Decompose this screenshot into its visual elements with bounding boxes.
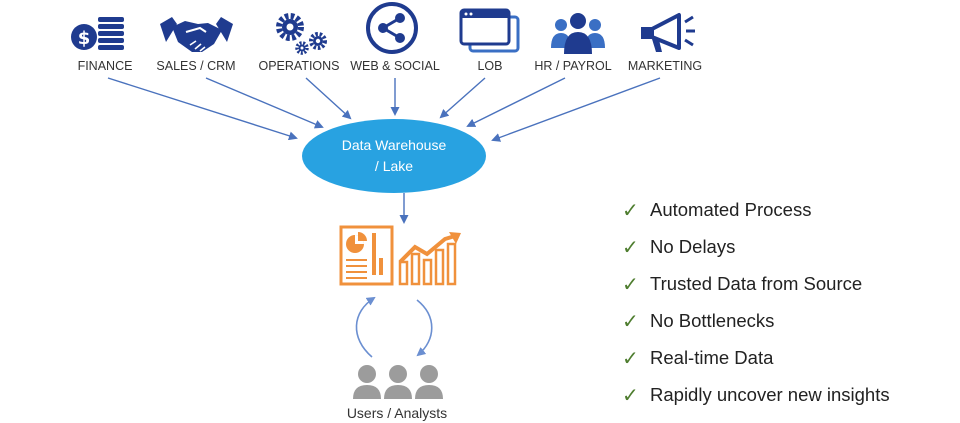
source-label-operations: OPERATIONS xyxy=(258,59,339,73)
arrow-sales-to-hub xyxy=(205,77,324,129)
megaphone-icon xyxy=(641,13,695,52)
benefits-list: ✓ Automated Process ✓ No Delays ✓ Trusted D… xyxy=(622,191,890,413)
checkmark-icon: ✓ xyxy=(622,197,639,222)
people-icon xyxy=(551,13,605,54)
benefit-text: Trusted Data from Source xyxy=(650,272,863,294)
share-icon xyxy=(366,2,418,54)
gears-icon xyxy=(276,13,327,55)
users-icon xyxy=(353,365,443,399)
svg-text:$: $ xyxy=(78,28,91,49)
arrow-lob-to-hub xyxy=(439,77,486,119)
data-warehouse-hub xyxy=(302,119,486,193)
cycle-arrow-up xyxy=(355,296,376,358)
hub-label-line1: Data Warehouse xyxy=(342,137,447,153)
users-analysts-label: Users / Analysts xyxy=(347,405,447,421)
windows-icon xyxy=(459,8,520,53)
report-icon xyxy=(339,225,394,286)
benefit-item: ✓ Trusted Data from Source xyxy=(622,265,890,302)
source-label-hr-payrol: HR / PAYROL xyxy=(534,59,611,73)
checkmark-icon: ✓ xyxy=(622,271,639,296)
finance-icon: $ xyxy=(71,17,124,50)
hub-label-line2: / Lake xyxy=(375,158,413,174)
benefit-text: Automated Process xyxy=(650,198,812,220)
benefit-text: No Delays xyxy=(650,235,736,257)
benefit-text: No Bottlenecks xyxy=(650,309,775,331)
source-label-lob: LOB xyxy=(477,59,502,73)
benefit-item: ✓ No Bottlenecks xyxy=(622,302,890,339)
benefit-text: Real-time Data xyxy=(650,346,774,368)
checkmark-icon: ✓ xyxy=(622,382,639,407)
checkmark-icon: ✓ xyxy=(622,345,639,370)
benefit-item: ✓ Real-time Data xyxy=(622,339,890,376)
arrow-marketing-to-hub xyxy=(491,77,661,142)
source-arrows xyxy=(107,77,661,142)
benefit-item: ✓ No Delays xyxy=(622,228,890,265)
source-label-sales-crm: SALES / CRM xyxy=(156,59,235,73)
arrow-finance-to-hub xyxy=(107,77,298,141)
arrow-hr-to-hub xyxy=(466,77,566,127)
source-label-marketing: MARKETING xyxy=(628,59,702,73)
trend-chart-icon xyxy=(398,232,461,286)
source-label-web-social: WEB & SOCIAL xyxy=(350,59,440,73)
handshake-icon xyxy=(160,17,233,52)
checkmark-icon: ✓ xyxy=(622,234,639,259)
arrow-operations-to-hub xyxy=(305,77,352,120)
checkmark-icon: ✓ xyxy=(622,308,639,333)
benefit-item: ✓ Automated Process xyxy=(622,191,890,228)
source-label-finance: FINANCE xyxy=(78,59,133,73)
benefit-text: Rapidly uncover new insights xyxy=(650,383,890,405)
cycle-arrow-down xyxy=(416,299,433,357)
benefit-item: ✓ Rapidly uncover new insights xyxy=(622,376,890,413)
